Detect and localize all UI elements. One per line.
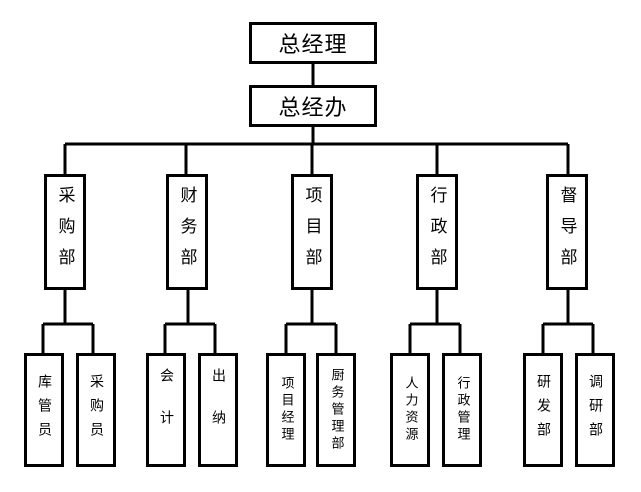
sub-name: 采购员 [88,374,104,446]
sub-name: 行政管理 [454,376,470,444]
sub-name: 出纳 [210,368,226,452]
dept-box: 财务部 [166,174,208,290]
dept-name: 项目部 [301,185,322,279]
office-box: 总经办 [249,85,377,127]
sub-box: 出纳 [198,353,238,467]
sub-box: 厨务管理部 [316,353,356,467]
sub-box: 调研部 [575,353,615,467]
office-title: 总经办 [278,96,348,121]
sub-name: 会计 [158,368,174,452]
sub-name: 调研部 [587,374,603,446]
sub-name: 研发部 [535,374,551,446]
sub-name: 库管员 [36,374,52,446]
dept-box: 督导部 [546,174,588,290]
root-title: 总经理 [278,33,348,58]
dept-box: 行政部 [416,174,458,290]
sub-box: 人力资源 [390,353,430,467]
sub-box: 项目经理 [266,353,306,467]
sub-box: 研发部 [523,353,563,467]
dept-name: 行政部 [426,185,447,279]
sub-name: 人力资源 [402,376,418,444]
dept-name: 督导部 [556,185,577,279]
dept-box: 项目部 [291,174,333,290]
root-box: 总经理 [249,22,377,64]
sub-box: 库管员 [24,353,64,467]
sub-name: 项目经理 [278,376,294,444]
sub-name: 厨务管理部 [328,367,344,453]
sub-box: 会计 [146,353,186,467]
dept-box: 采购部 [44,174,86,290]
sub-box: 采购员 [76,353,116,467]
sub-box: 行政管理 [442,353,482,467]
dept-name: 财务部 [176,185,197,279]
dept-name: 采购部 [54,185,75,279]
